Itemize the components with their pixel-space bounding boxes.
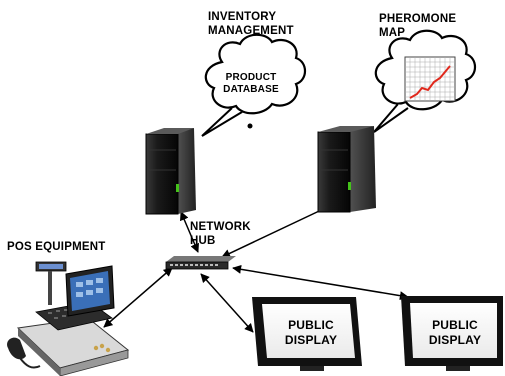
line-chart-icon: [404, 56, 456, 102]
server-tower-icon: [317, 126, 376, 213]
pheromone-map-label: PHEROMONE MAP: [379, 13, 457, 39]
network-hub-label: NETWORK HUB: [190, 221, 251, 247]
public-display-1-label: PUBLIC DISPLAY: [284, 318, 338, 347]
arrow-hub-to-display-1: [200, 273, 254, 333]
pos-equipment-label: POS EQUIPMENT: [7, 241, 106, 253]
server-tower-icon: [145, 128, 196, 215]
arrow-hub-to-server-right: [221, 203, 335, 258]
monitor-icon: [252, 297, 362, 371]
public-display-2-label: PUBLIC DISPLAY: [428, 318, 482, 347]
cash-register-icon: [7, 261, 130, 376]
product-database-label: PRODUCT DATABASE: [223, 72, 279, 95]
connections: [103, 203, 409, 333]
network-switch-icon: [165, 256, 236, 270]
inventory-management-label: INVENTORY MANAGEMENT: [208, 11, 294, 37]
arrow-hub-to-pos: [103, 267, 173, 328]
monitor-icon: [401, 296, 503, 371]
arrow-hub-to-display-2: [232, 264, 409, 301]
arrow-hub-to-server-left: [180, 211, 199, 253]
thought-cloud-icon: [201, 33, 307, 137]
